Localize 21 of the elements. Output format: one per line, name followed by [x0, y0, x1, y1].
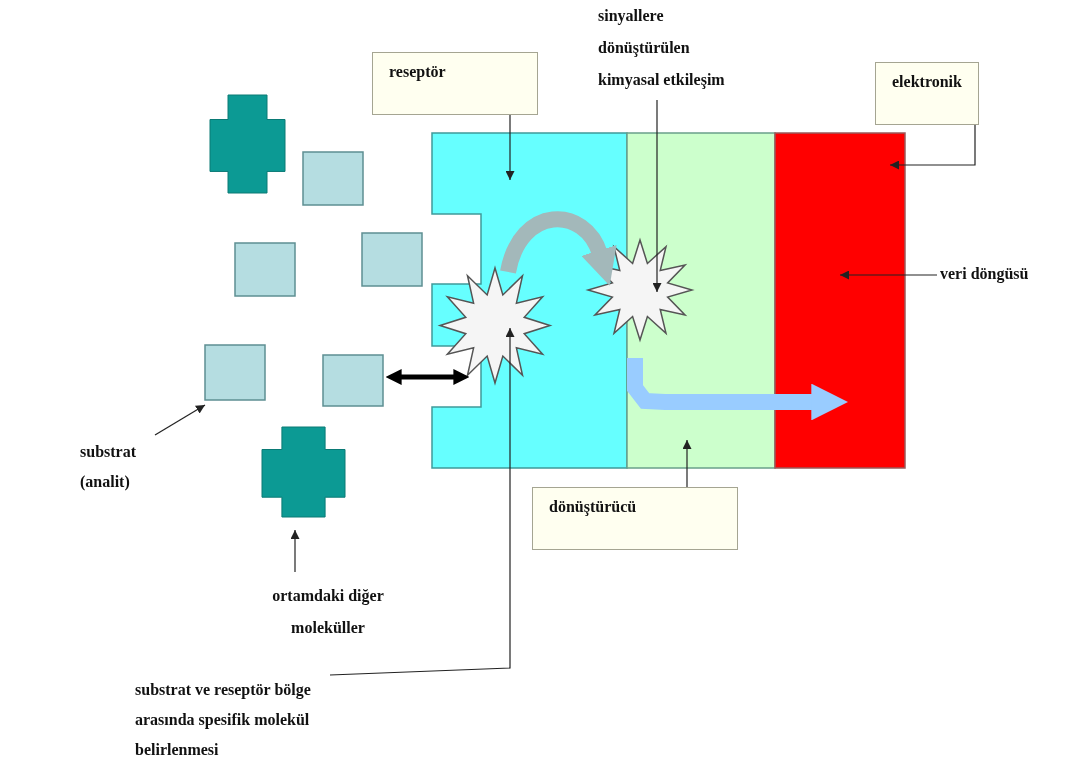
block-arrow — [627, 358, 849, 421]
callout-box — [532, 487, 738, 550]
callout-label: elektronik — [892, 73, 962, 90]
callout-label: reseptör — [389, 63, 446, 80]
callout-box — [875, 62, 979, 125]
double-arrow — [385, 369, 470, 385]
leader-line — [329, 327, 515, 676]
leader-line — [154, 404, 206, 436]
leader-line — [290, 529, 300, 573]
callout-label: dönüştürücü — [549, 498, 637, 515]
leader-line — [682, 439, 692, 488]
leader-line — [889, 124, 976, 170]
callout-box — [372, 52, 538, 115]
callout-label: sinyallere dönüştürülen kimyasal etkileşim — [598, 0, 738, 96]
leader-line — [505, 114, 515, 181]
callout-label: substrat (analit) — [80, 437, 180, 501]
callout-label: substrat ve reseptör bölge arasında spesifik molekül belirlenmesi — [135, 675, 340, 769]
callout-label: ortamdaki diğer moleküller — [253, 580, 403, 648]
leader-line — [839, 270, 938, 280]
callout-label: veri döngüsü — [940, 262, 1035, 288]
leader-line — [652, 99, 662, 293]
